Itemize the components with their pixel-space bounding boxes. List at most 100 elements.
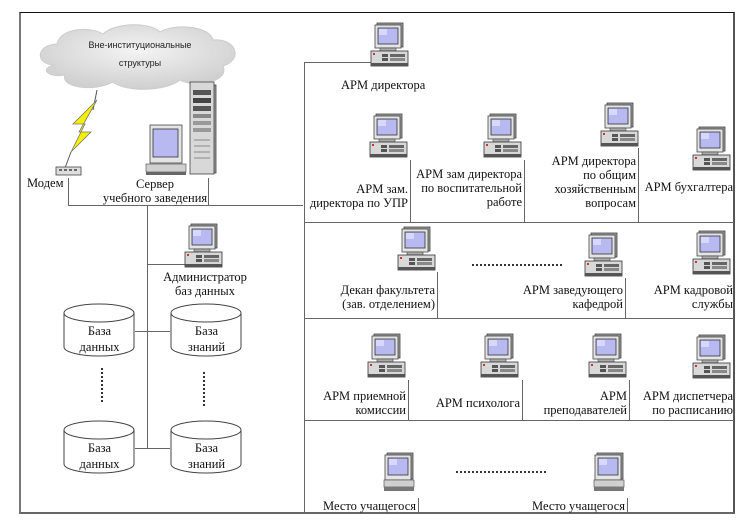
computer-icon bbox=[367, 333, 407, 379]
knowledge-base-icon bbox=[170, 420, 242, 474]
workstation-label-line1: АРМ заведующего bbox=[522, 283, 623, 297]
server-link bbox=[208, 178, 209, 205]
workstation-label-line2: по расписанию bbox=[652, 403, 733, 417]
link-line bbox=[524, 160, 525, 222]
link-line bbox=[418, 498, 419, 512]
server-label-line2: учебного заведения bbox=[102, 191, 208, 205]
computer-icon bbox=[590, 452, 630, 498]
workstation-label-line1: Декан факультета bbox=[340, 283, 435, 297]
database-label-line1: База bbox=[87, 441, 112, 455]
cloud-label: Вне-институциональные структуры bbox=[70, 36, 210, 72]
workstation-label: АРМ кадровой службы bbox=[640, 283, 733, 311]
link-line bbox=[408, 380, 409, 420]
link-line bbox=[410, 160, 411, 222]
computer-icon bbox=[584, 232, 624, 278]
workstation-bus-line bbox=[304, 62, 305, 512]
modem-link bbox=[68, 178, 69, 205]
db-bus-line bbox=[147, 205, 148, 448]
computer-icon bbox=[369, 113, 409, 159]
server-icon bbox=[145, 81, 217, 175]
workstation-label-line1: АРМ приемной bbox=[323, 389, 406, 403]
workstation-label-line1: Место учащегося bbox=[532, 499, 625, 513]
db-admin-label: Администратор баз данных bbox=[150, 270, 260, 298]
database-icon bbox=[63, 303, 135, 357]
workstation-label: АРМ психолога bbox=[420, 396, 520, 410]
director-link bbox=[304, 62, 372, 63]
computer-icon bbox=[692, 334, 732, 380]
ellipsis-vertical bbox=[101, 368, 103, 402]
ellipsis-vertical bbox=[203, 372, 205, 406]
row-divider-2 bbox=[304, 318, 734, 319]
ellipsis-horizontal bbox=[472, 264, 562, 266]
db-admin-label-line2: баз данных bbox=[175, 284, 235, 298]
workstation-label: АРМ приемной комиссии bbox=[305, 389, 406, 417]
workstation-label-line1: АРМ зам директора bbox=[416, 167, 522, 181]
workstation-label: Место учащегося bbox=[305, 499, 416, 513]
database-label: База данных bbox=[62, 440, 137, 472]
computer-icon bbox=[480, 333, 520, 379]
computer-icon bbox=[692, 230, 732, 276]
link-line bbox=[629, 380, 630, 420]
db-link-top bbox=[135, 331, 170, 332]
workstation-label-line3: хозяйственным bbox=[554, 182, 636, 196]
computer-icon bbox=[397, 226, 437, 272]
workstation-label-line2: службы bbox=[691, 297, 733, 311]
workstation-label-line1: АРМ психолога bbox=[435, 396, 520, 410]
workstation-label-line2: директора по УПР bbox=[309, 196, 408, 210]
cloud-icon bbox=[39, 24, 236, 90]
workstation-label: АРМ диспетчера по расписанию bbox=[633, 389, 733, 417]
knowledge-base-label-line1: База bbox=[194, 441, 219, 455]
database-icon bbox=[63, 420, 135, 474]
workstation-label-line1: АРМ кадровой bbox=[653, 283, 733, 297]
row-divider-3 bbox=[304, 420, 734, 421]
workstation-label-line2: по общим bbox=[583, 168, 636, 182]
db-link-bottom bbox=[135, 448, 170, 449]
computer-icon bbox=[692, 126, 732, 172]
computer-icon bbox=[184, 223, 224, 269]
workstation-label: Место учащегося bbox=[515, 499, 625, 513]
workstation-label: АРМ зам. директора по УПР bbox=[305, 182, 408, 210]
knowledge-base-icon bbox=[170, 303, 242, 357]
workstation-label-line2: кафедрой bbox=[572, 297, 623, 311]
modem-icon bbox=[55, 166, 82, 176]
knowledge-base-label-line1: База bbox=[194, 324, 219, 338]
db-admin-label-line1: Администратор bbox=[163, 270, 247, 284]
link-line bbox=[625, 278, 626, 318]
workstation-label-line1: АРМ bbox=[599, 389, 627, 403]
workstation-label-line1: АРМ директора bbox=[551, 154, 636, 168]
workstation-label-line1: АРМ диспетчера bbox=[642, 389, 733, 403]
ellipsis-horizontal bbox=[456, 471, 546, 473]
workstation-label-line2: (зав. отделением) bbox=[342, 297, 435, 311]
backbone-line bbox=[68, 205, 303, 206]
server-label-line1: Сервер bbox=[136, 177, 174, 191]
link-line bbox=[437, 272, 438, 318]
knowledge-base-label: База знаний bbox=[169, 440, 244, 472]
cloud-label-line2: структуры bbox=[118, 58, 162, 68]
knowledge-base-label: База знаний bbox=[169, 323, 244, 355]
database-label-line2: данных bbox=[79, 457, 120, 471]
computer-icon bbox=[483, 113, 523, 159]
director-label: АРМ директора bbox=[341, 78, 426, 92]
link-line bbox=[638, 148, 639, 222]
lightning-icon bbox=[64, 90, 98, 169]
workstation-label: АРМ зам директора по воспитательной рабо… bbox=[412, 167, 522, 209]
link-line bbox=[627, 498, 628, 512]
diagram-frame bbox=[19, 12, 735, 514]
database-label-line2: данных bbox=[79, 340, 120, 354]
link-line bbox=[522, 380, 523, 420]
computer-icon bbox=[588, 333, 628, 379]
server-label: Сервер учебного заведения bbox=[95, 177, 215, 205]
modem-label: Модем bbox=[27, 176, 64, 190]
workstation-label-line1: Место учащегося bbox=[323, 499, 416, 513]
workstation-label: АРМ бухгалтера bbox=[640, 180, 733, 194]
workstation-label-line1: АРМ бухгалтера bbox=[644, 180, 733, 194]
computer-icon bbox=[370, 22, 410, 68]
knowledge-base-label-line2: знаний bbox=[187, 457, 226, 471]
workstation-label: АРМ преподавателей bbox=[525, 389, 627, 417]
database-label: База данных bbox=[62, 323, 137, 355]
admin-link bbox=[147, 264, 185, 265]
knowledge-base-label-line2: знаний bbox=[187, 340, 226, 354]
workstation-label: АРМ заведующего кафедрой bbox=[505, 283, 623, 311]
workstation-label-line2: преподавателей bbox=[543, 403, 627, 417]
computer-icon bbox=[600, 102, 640, 148]
